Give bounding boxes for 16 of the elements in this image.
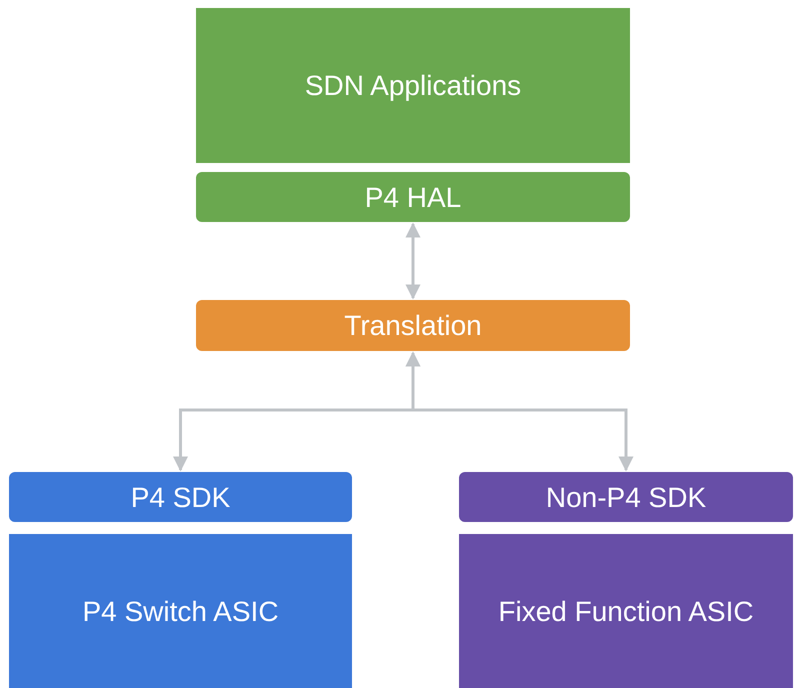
sdk-box bbox=[459, 472, 793, 522]
box-label: Non-P4 SDK bbox=[546, 480, 706, 514]
box-label: P4 HAL bbox=[364, 180, 462, 214]
box-label: P4 Switch ASIC bbox=[82, 594, 279, 628]
sdk-box bbox=[9, 472, 352, 522]
asic-box bbox=[459, 534, 793, 688]
box-label: Translation bbox=[344, 309, 482, 343]
arrow bbox=[406, 352, 634, 472]
hal-layer-box bbox=[196, 172, 630, 222]
box-label: SDN Applications bbox=[304, 69, 522, 103]
box-label: Fixed Function ASIC bbox=[498, 594, 754, 628]
translation-box bbox=[196, 300, 630, 351]
box-label: P4 SDK bbox=[130, 480, 230, 514]
asic-box bbox=[9, 534, 352, 688]
application-layer-box bbox=[196, 8, 630, 163]
arrow bbox=[406, 222, 420, 300]
